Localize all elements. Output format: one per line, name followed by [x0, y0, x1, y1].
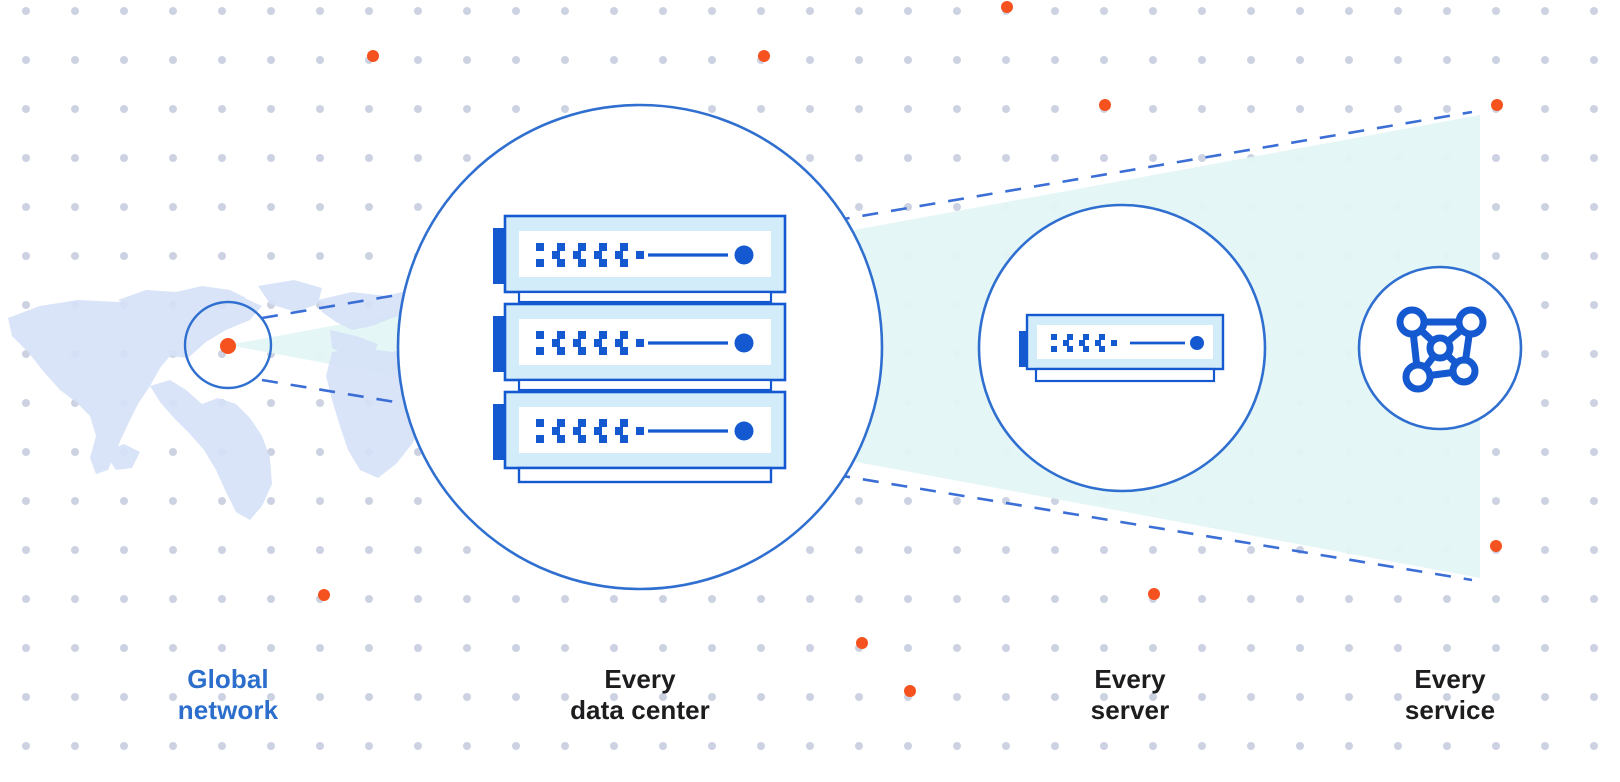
server-rack-icon — [493, 214, 787, 484]
server-rack-unit — [493, 214, 787, 294]
stage-label-data-center: Every data center — [570, 664, 710, 725]
location-dot-marker — [220, 338, 236, 354]
server-rack-unit — [493, 302, 787, 382]
server-rack-base — [517, 466, 773, 484]
stage-label-server: Every server — [1090, 664, 1170, 725]
stage-label-global-network: Global network — [177, 664, 279, 725]
server-unit-base — [1034, 367, 1216, 383]
map-highlight-circle — [183, 300, 273, 390]
stage-label-service: Every service — [1404, 664, 1496, 725]
network-mesh-nodes — [1396, 306, 1487, 393]
accent-dot-grid — [318, 1, 1503, 697]
server-unit-icon — [1019, 313, 1225, 383]
server-rack-unit — [493, 390, 787, 470]
